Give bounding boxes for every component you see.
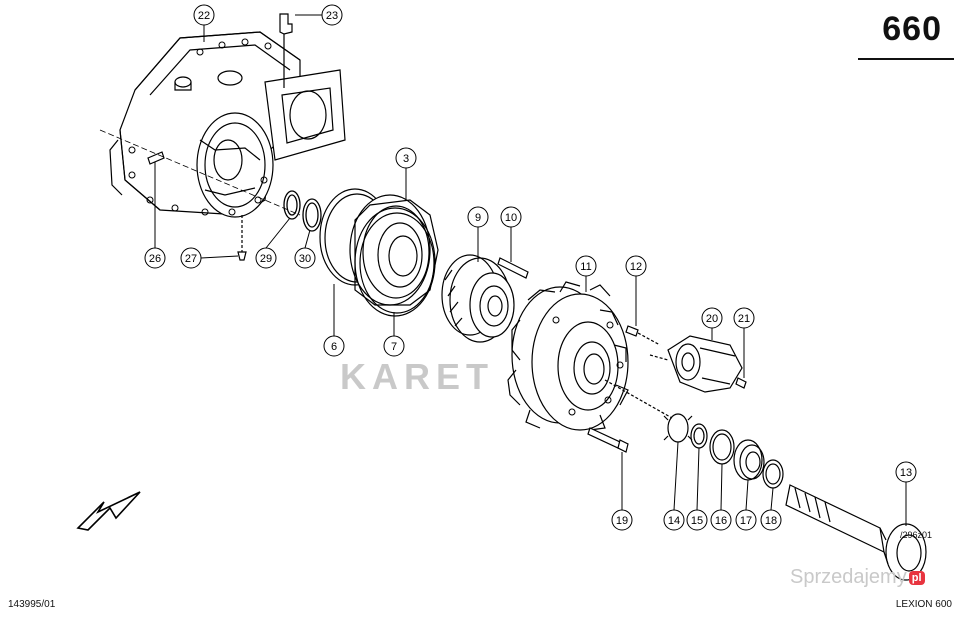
- svg-text:30: 30: [299, 253, 311, 265]
- callout-17: 17: [735, 479, 757, 531]
- svg-text:22: 22: [198, 10, 210, 22]
- svg-text:26: 26: [149, 253, 161, 265]
- svg-text:13: 13: [900, 467, 912, 479]
- svg-text:12: 12: [630, 261, 642, 273]
- callout-23: 23: [295, 4, 343, 26]
- wheel-hub-drawing: [507, 281, 629, 431]
- model-name: LEXION 600: [895, 599, 952, 610]
- svg-text:23: 23: [326, 10, 338, 22]
- callout-18: 18: [760, 487, 782, 531]
- svg-text:10: 10: [505, 212, 517, 224]
- retaining-rings-drawing: [283, 190, 322, 232]
- svg-text:3: 3: [403, 153, 409, 165]
- callout-26: 26: [144, 162, 166, 269]
- hub-bolts-drawing: [587, 325, 661, 453]
- callout-11: 11: [575, 255, 597, 292]
- callout-30: 30: [294, 229, 316, 269]
- callout-12: 12: [625, 255, 647, 326]
- callout-29: 29: [255, 217, 291, 269]
- callout-6: 6: [323, 284, 345, 357]
- svg-text:9: 9: [475, 212, 481, 224]
- svg-text:29: 29: [260, 253, 272, 265]
- svg-text:14: 14: [668, 515, 680, 527]
- callout-14: 14: [663, 441, 685, 531]
- svg-text:11: 11: [580, 261, 591, 273]
- svg-text:18: 18: [765, 515, 777, 527]
- planet-carrier-drawing: [319, 188, 439, 317]
- svg-text:7: 7: [391, 341, 397, 353]
- svg-text:27: 27: [185, 253, 197, 265]
- cover-drawing: [649, 335, 747, 393]
- callout-16: 16: [710, 463, 732, 531]
- site-badge-text: Sprzedajemy: [790, 566, 907, 588]
- callout-22: 22: [193, 4, 215, 42]
- page-number-rule: [858, 58, 954, 60]
- callout-27: 27: [180, 247, 239, 269]
- svg-text:21: 21: [738, 313, 750, 325]
- callout-15: 15: [686, 447, 708, 531]
- housing-drawing: [99, 13, 346, 261]
- direction-arrow-icon: [76, 491, 141, 531]
- callout-10: 10: [500, 206, 522, 262]
- planet-gear-drawing: [441, 254, 529, 343]
- document-reference: 143995/01: [8, 599, 56, 610]
- callout-13: 13: [895, 461, 917, 526]
- callout-9: 9: [467, 206, 489, 262]
- callout-set: 22 23 3 9 10: [144, 4, 917, 531]
- callout-7: 7: [383, 312, 405, 357]
- svg-text:6: 6: [331, 341, 337, 353]
- site-badge-mark: pl: [908, 571, 925, 585]
- drive-shaft-drawing: [785, 484, 927, 581]
- callout-19: 19: [611, 452, 633, 531]
- callout-20: 20: [701, 307, 723, 340]
- svg-text:20: 20: [706, 313, 718, 325]
- svg-text:17: 17: [740, 515, 752, 527]
- callout-21: 21: [733, 307, 755, 378]
- watermark: KARET: [340, 356, 494, 397]
- callout-3: 3: [395, 147, 417, 200]
- svg-text:19: 19: [616, 515, 628, 527]
- svg-text:16: 16: [715, 515, 727, 527]
- svg-text:15: 15: [691, 515, 703, 527]
- page-number: 660: [882, 10, 942, 48]
- bearing-set-drawing: [604, 379, 784, 489]
- drawing-reference: /296z01: [900, 530, 933, 540]
